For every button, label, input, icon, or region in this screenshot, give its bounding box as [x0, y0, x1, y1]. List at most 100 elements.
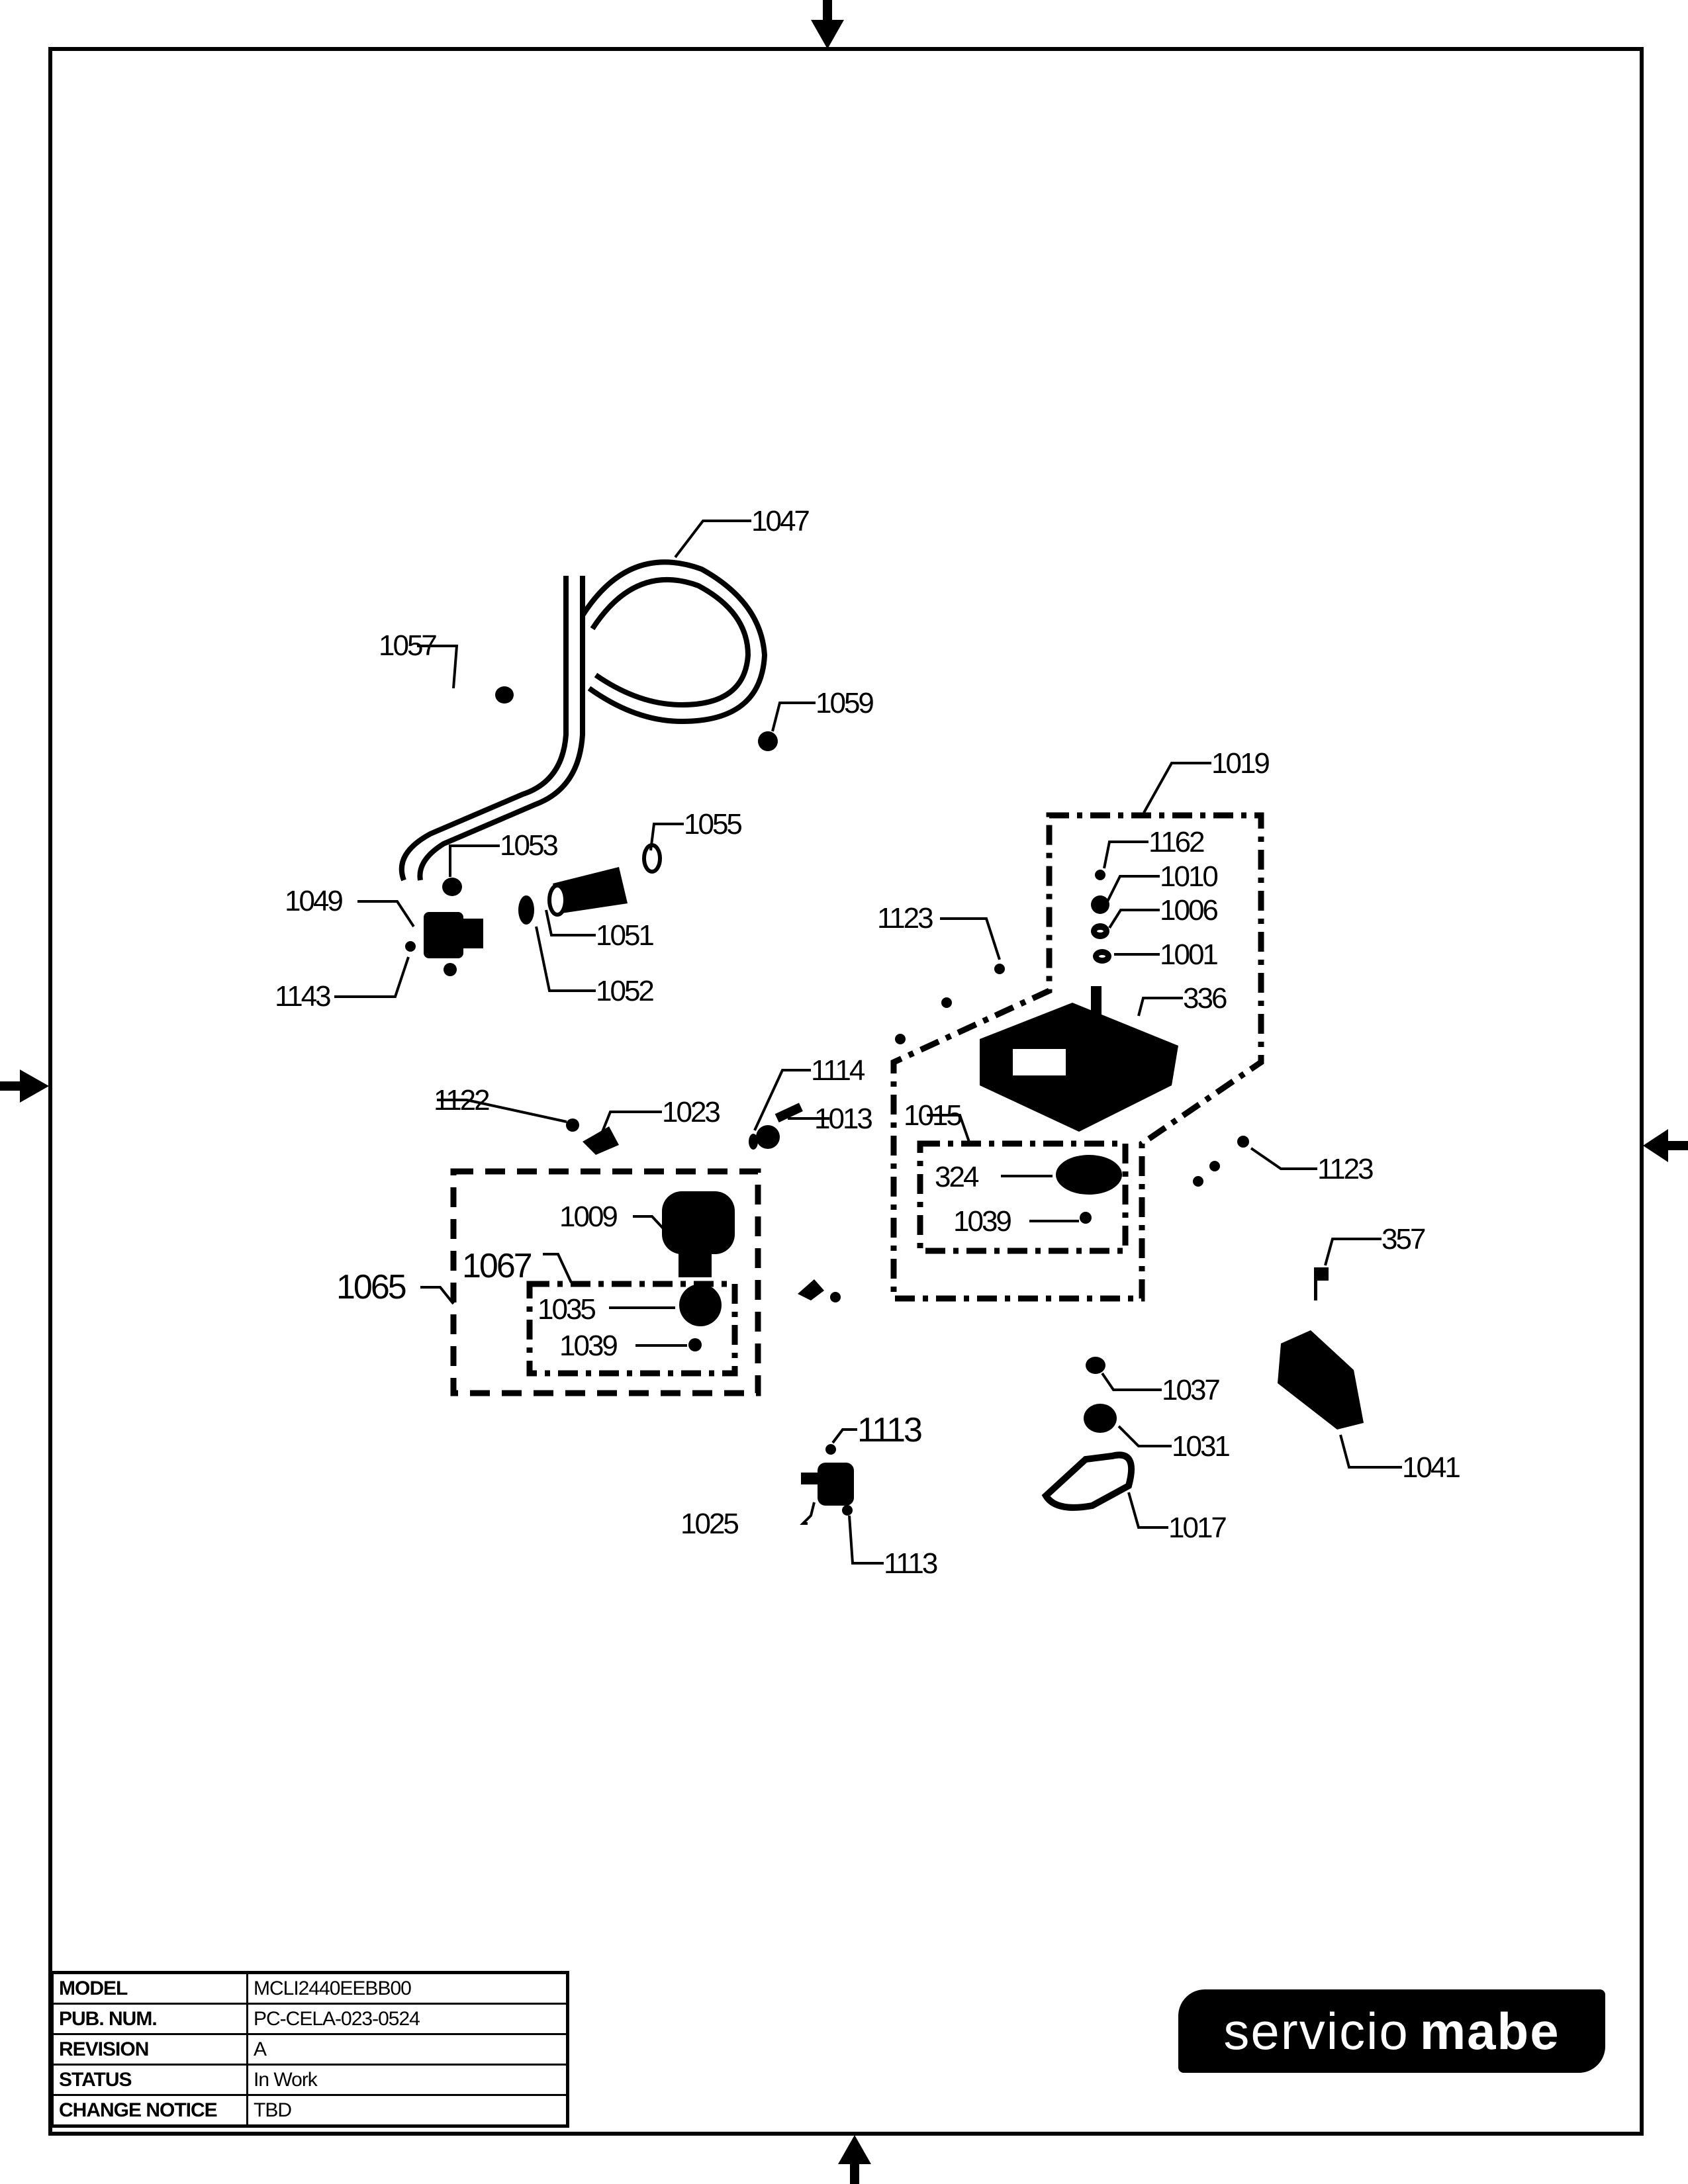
callout-1051: 1051	[596, 919, 653, 952]
callout-1162: 1162	[1149, 826, 1204, 858]
pump-motor-part-1009	[662, 1191, 735, 1277]
title-row-pub-num: PUB. NUM.PC-CELA-023-0524	[51, 2003, 569, 2035]
center-arrow-bottom	[838, 2135, 871, 2184]
nut-part-1010	[1091, 895, 1109, 914]
callout-1065: 1065	[336, 1268, 406, 1306]
title-key: REVISION	[51, 2033, 248, 2066]
pulley-part-1037	[1086, 1357, 1105, 1374]
group-box-1065	[450, 1168, 761, 1396]
leader-1051	[545, 909, 596, 936]
center-arrow-right	[1643, 1129, 1688, 1162]
servicio-mabe-logo: servicio mabe	[1178, 1989, 1605, 2073]
callout-1035: 1035	[538, 1293, 595, 1326]
callout-1057: 1057	[379, 629, 436, 662]
callout-1025: 1025	[680, 1508, 738, 1540]
transmission-part-336	[980, 986, 1178, 1132]
screw-part-1113b	[842, 1505, 853, 1516]
screw-part-1123f	[1193, 1176, 1203, 1187]
callout-1037: 1037	[1162, 1374, 1219, 1406]
clip-part-1114	[749, 1134, 758, 1150]
screw-part-1123e	[1209, 1161, 1220, 1171]
callout-1052: 1052	[596, 975, 653, 1007]
callout-1049: 1049	[285, 885, 342, 917]
callout-1013: 1013	[814, 1103, 872, 1135]
callout-1009: 1009	[559, 1201, 617, 1233]
leader-1055	[649, 823, 684, 851]
leader-1009	[633, 1215, 670, 1236]
leader-1053	[449, 844, 500, 877]
callout-1041: 1041	[1402, 1451, 1460, 1484]
motor-bracket-part-1041	[1278, 1330, 1364, 1430]
title-key: CHANGE NOTICE	[51, 2094, 248, 2127]
callout-1017: 1017	[1168, 1512, 1226, 1544]
screw-part-1113a	[825, 1444, 836, 1455]
title-value: TBD	[246, 2094, 569, 2127]
clip-part-1059	[758, 731, 778, 751]
screw-part-1123c	[941, 997, 952, 1008]
leader-1067	[543, 1253, 573, 1283]
leader-1123b	[1250, 1147, 1317, 1170]
callout-1055: 1055	[684, 808, 741, 841]
leader-1006	[1108, 909, 1160, 929]
drain-pump-part-1049	[424, 912, 483, 976]
cover-part-1023	[583, 1126, 619, 1155]
clamp-part-1053	[442, 878, 462, 896]
leader-1113b	[848, 1515, 884, 1565]
callout-1010: 1010	[1160, 860, 1217, 893]
washer-part-1006	[1091, 923, 1109, 939]
callout-1039-pump: 1039	[559, 1330, 617, 1362]
callout-1143: 1143	[275, 980, 330, 1013]
callout-1047: 1047	[751, 505, 809, 537]
callout-1123-top: 1123	[877, 902, 933, 934]
leader-1123a	[940, 917, 1001, 960]
screw-part-1123d	[895, 1034, 906, 1044]
callout-1019: 1019	[1211, 747, 1269, 780]
clip-part-unlabeled	[798, 1279, 841, 1302]
leader-1052	[535, 926, 596, 992]
screw-part-1143	[405, 941, 416, 952]
title-key: MODEL	[51, 1972, 248, 2005]
leader-1023	[601, 1111, 662, 1132]
callout-1039-transmission: 1039	[953, 1205, 1011, 1238]
valve-part-1025	[801, 1463, 854, 1506]
valve-part-1013	[756, 1103, 803, 1149]
leader-1065	[420, 1286, 455, 1305]
leader-1059	[771, 702, 816, 732]
impeller-part-1035	[679, 1284, 722, 1326]
leader-1031	[1117, 1425, 1172, 1447]
callout-1067: 1067	[462, 1247, 532, 1285]
leader-336	[1137, 997, 1183, 1017]
center-arrow-left	[0, 1069, 49, 1103]
drain-hose-part	[399, 559, 768, 882]
leader-1143	[334, 956, 410, 998]
group-box-1019	[890, 812, 1264, 1302]
callout-1006: 1006	[1160, 894, 1217, 927]
screw-part-1123a	[994, 964, 1005, 974]
leader-1122	[437, 1099, 567, 1123]
callout-357: 357	[1382, 1223, 1425, 1255]
leader-1037	[1101, 1372, 1162, 1391]
screw-part-1122	[566, 1118, 579, 1132]
leader-1047	[674, 520, 751, 559]
title-value: In Work	[246, 2064, 569, 2096]
leader-1114	[753, 1069, 811, 1131]
title-key: PUB. NUM.	[51, 2003, 248, 2035]
gasket-part-1052	[518, 895, 534, 925]
leader-1025	[800, 1502, 816, 1525]
callout-1059: 1059	[816, 687, 873, 719]
leader-357	[1324, 1238, 1382, 1266]
callout-1113-top: 1113	[857, 1411, 921, 1449]
screw-part-1123b	[1237, 1136, 1249, 1148]
callout-1023: 1023	[662, 1096, 720, 1128]
leader-1162	[1103, 841, 1149, 869]
callout-1122: 1122	[434, 1084, 489, 1116]
callout-1031: 1031	[1172, 1430, 1229, 1463]
title-value: A	[246, 2033, 569, 2066]
leader-1019	[1143, 762, 1211, 813]
center-arrow-top	[811, 0, 844, 49]
